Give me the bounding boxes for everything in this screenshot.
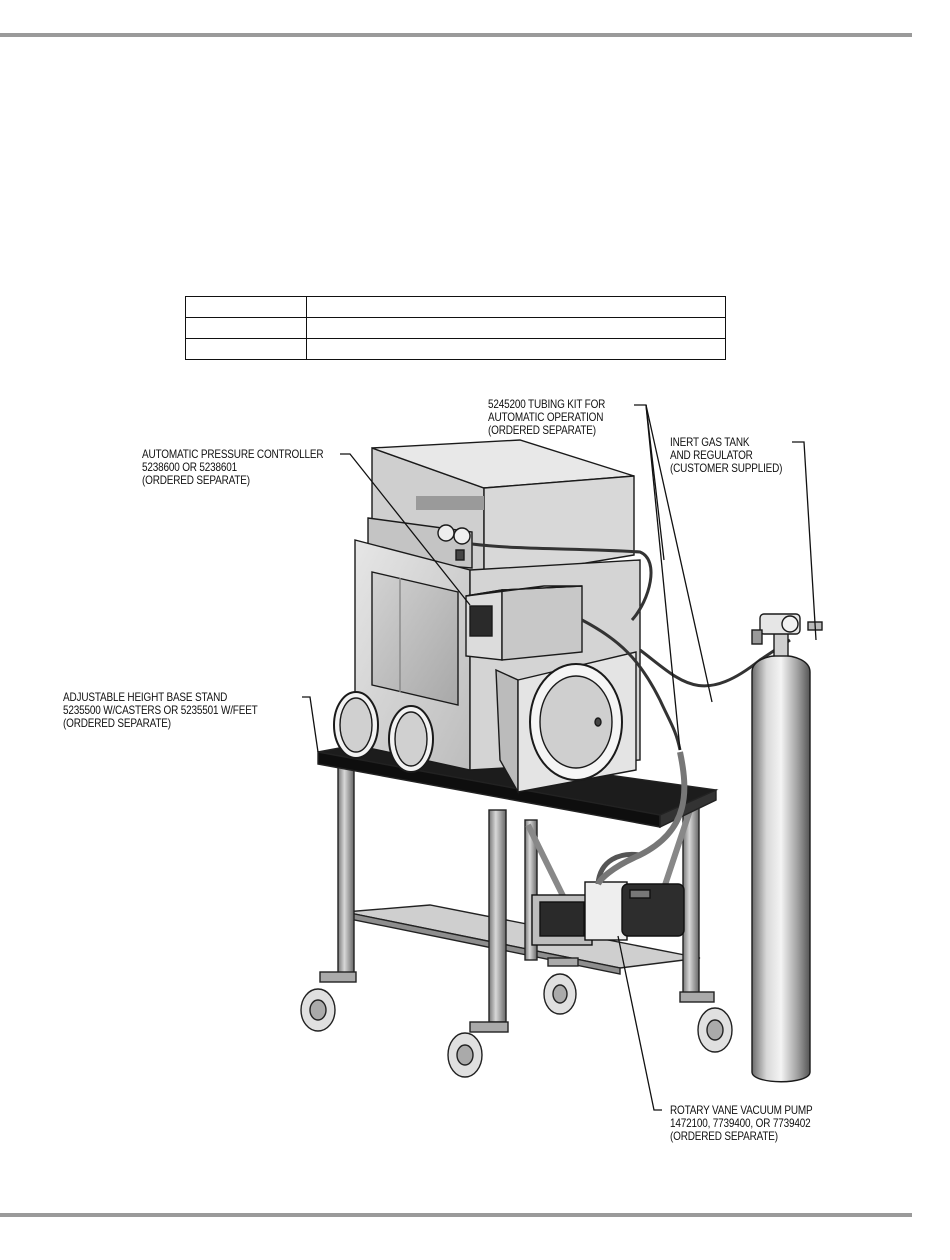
callout-line: 5245200 TUBING KIT FOR (488, 398, 606, 411)
callout-line: (CUSTOMER SUPPLIED) (670, 462, 783, 475)
glovebox (333, 439, 641, 795)
top-rule (0, 33, 912, 37)
tubing (471, 542, 791, 886)
leg (337, 759, 355, 979)
callout-line: ADJUSTABLE HEIGHT BASE STAND (63, 691, 228, 704)
callout-line: (ORDERED SEPARATE) (670, 1130, 778, 1143)
leg (488, 809, 507, 1023)
vacuum-pump (531, 851, 685, 946)
pressure-controller-callout: AUTOMATIC PRESSURE CONTROLLER 5238600 OR… (142, 448, 324, 487)
callout-line: AUTOMATIC OPERATION (488, 411, 604, 424)
callout-line: (ORDERED SEPARATE) (488, 424, 596, 437)
leader-lines (302, 404, 817, 1111)
base-stand-callout: ADJUSTABLE HEIGHT BASE STAND 5235500 W/C… (63, 691, 258, 730)
gas-tank-callout: INERT GAS TANK AND REGULATOR (CUSTOMER S… (670, 436, 783, 475)
tubing-kit-callout: 5245200 TUBING KIT FOR AUTOMATIC OPERATI… (488, 398, 605, 437)
callout-line: ROTARY VANE VACUUM PUMP (670, 1104, 813, 1117)
table-row (185, 338, 726, 360)
bottom-rule (0, 1213, 912, 1217)
callout-line: INERT GAS TANK (670, 436, 750, 449)
vacuum-pump-callout: ROTARY VANE VACUUM PUMP 1472100, 7739400… (670, 1104, 813, 1143)
callout-line: 5235500 W/CASTERS OR 5235501 W/FEET (63, 704, 258, 717)
callout-line: 5238600 OR 5238601 (142, 461, 238, 474)
table-cell (306, 338, 726, 360)
caster-wheels (300, 957, 733, 1078)
callout-line: 1472100, 7739400, OR 7739402 (670, 1117, 811, 1130)
callout-line: AUTOMATIC PRESSURE CONTROLLER (142, 448, 324, 461)
gas-tank (751, 613, 823, 1083)
callout-line: (ORDERED SEPARATE) (63, 717, 171, 730)
callout-line: AND REGULATOR (670, 449, 753, 462)
callout-line: (ORDERED SEPARATE) (142, 474, 250, 487)
spec-table (185, 296, 726, 360)
